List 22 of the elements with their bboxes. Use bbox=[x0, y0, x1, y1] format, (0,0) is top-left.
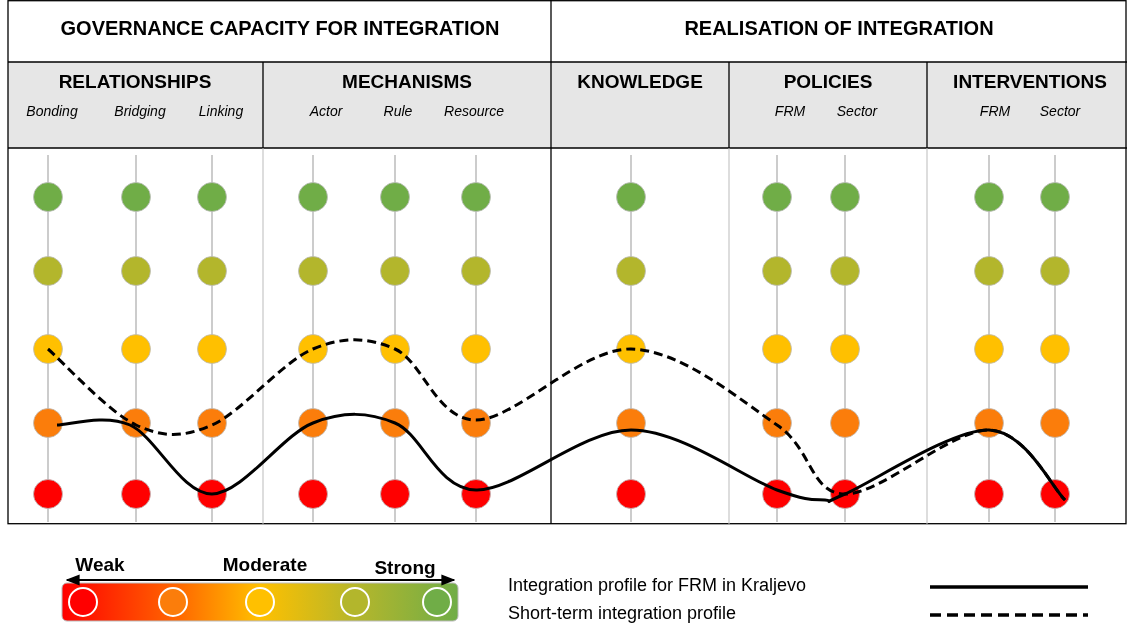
column-subheading: Linking bbox=[198, 104, 244, 118]
column-subheading: FRM bbox=[774, 104, 806, 118]
section-heading: GOVERNANCE CAPACITY FOR INTEGRATION bbox=[60, 18, 500, 38]
column-subheading: FRM bbox=[979, 104, 1011, 118]
scale-label: Strong bbox=[374, 558, 436, 577]
column-heading: RELATIONSHIPS bbox=[58, 72, 212, 91]
column-heading: POLICIES bbox=[783, 72, 873, 91]
column-subheading: Bridging bbox=[114, 104, 166, 118]
column-subheading: Sector bbox=[1039, 104, 1081, 118]
column-subheading: Resource bbox=[444, 104, 504, 118]
column-heading: MECHANISMS bbox=[342, 72, 472, 91]
column-subheading: Sector bbox=[836, 104, 878, 118]
column-subheading: Bonding bbox=[26, 104, 78, 118]
column-subheading: Actor bbox=[309, 104, 343, 118]
legend-text: Short-term integration profile bbox=[508, 604, 737, 622]
scale-label: Weak bbox=[75, 555, 125, 574]
legend-text: Integration profile for FRM in Kraljevo bbox=[508, 576, 807, 594]
column-heading: KNOWLEDGE bbox=[577, 72, 703, 91]
section-heading: REALISATION OF INTEGRATION bbox=[684, 18, 994, 38]
column-heading: INTERVENTIONS bbox=[953, 72, 1107, 91]
column-subheading: Rule bbox=[383, 104, 413, 118]
scale-label: Moderate bbox=[222, 555, 308, 574]
